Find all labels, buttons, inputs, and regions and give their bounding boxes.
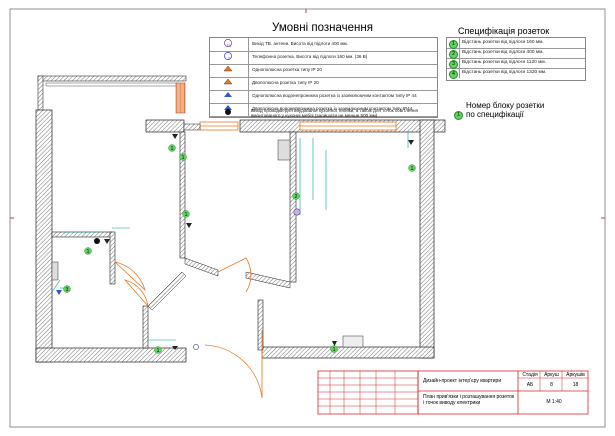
spec-row-text: Відстань розетки від підлоги 1320 мм. (462, 70, 547, 75)
spec-table: 1 Відстань розетки від підлоги 160 мм. 2… (446, 37, 586, 81)
project-name: Дизайн-проект інтер'єру квартири (423, 378, 502, 384)
socket-symbols (51, 134, 414, 350)
marker-label: 2 (295, 194, 298, 200)
legend-row-text: Вихід ТВ. антени. Висота від підлоги 400… (252, 41, 348, 46)
sheet-title: План прив'язки і розташування розеток і … (423, 394, 515, 406)
legend-row-text: Телефонна розетка. Висота від підлоги 16… (252, 54, 368, 59)
spec-number-badge: 3 (447, 58, 460, 69)
legend-row-text: Однополюсна розетка типу IP 20 (252, 67, 322, 72)
spec-row-text: Відстань розетки від підлоги 1120 мм. (462, 60, 547, 65)
waterproof-single-socket-icon (210, 90, 249, 103)
sheets-value: 18 (572, 382, 579, 388)
block-note: Номер блоку розетки по специфікації (466, 101, 544, 119)
plan-markers: 1 1 1 1 1 2 3 1 1 (63, 144, 416, 354)
spec-number-badge: 1 (447, 38, 460, 49)
double-socket-icon (210, 77, 249, 90)
legend-row: Однополюсна розетка типу IP 20 (210, 64, 437, 78)
spec-number-badge: 2 (447, 48, 460, 59)
title-block (317, 370, 589, 415)
block-note-line1: Номер блоку розетки (466, 101, 545, 110)
legend-row-text: Двополюсна розетка типу IP 20 (252, 80, 319, 85)
spec-title: Специфікація розеток (458, 26, 550, 36)
tv-outlet-icon: TV (210, 38, 249, 51)
marker-label: 1 (185, 212, 188, 218)
marker-label: 1 (157, 348, 160, 354)
spec-row-text: Відстань розетки від підлоги 400 мм. (462, 50, 544, 55)
legend-title: Умовні позначення (272, 22, 373, 34)
spec-row: 4 Відстань розетки від підлоги 1320 мм. (447, 68, 585, 79)
block-note-line2: по специфікації (466, 110, 524, 119)
sheet-header: Аркуш (544, 372, 559, 378)
legend-row: T Телефонна розетка. Висота від підлоги … (210, 51, 437, 65)
block-note-badge: 1 (452, 103, 463, 121)
door-swings (114, 257, 263, 399)
legend-row: Двополюсна водонепроникна розетка із заз… (210, 103, 437, 117)
sheet-value: 8 (550, 382, 553, 388)
spec-row: 1 Відстань розетки від підлоги 160 мм. (447, 38, 585, 49)
wiring-lines (51, 132, 409, 341)
spec-number-badge: 4 (447, 68, 460, 79)
waterproof-double-socket-icon (210, 103, 249, 116)
marker-label: 1 (182, 155, 185, 161)
scale-value: М 1:40 (546, 399, 562, 405)
marker-label: 3 (66, 287, 69, 293)
marker-label: 1 (87, 249, 90, 255)
legend-symbols (223, 39, 233, 115)
legend-table: TV Вихід ТВ. антени. Висота від підлоги … (209, 37, 438, 118)
single-socket-icon (210, 64, 249, 77)
windows (183, 121, 397, 131)
marker-label: 1 (333, 347, 336, 353)
phone-socket-icon: T (210, 51, 249, 64)
spec-row: 2 Відстань розетки від підлоги 400 мм. (447, 48, 585, 59)
marker-label: 1 (171, 146, 174, 152)
sheets-header: Аркушів (566, 372, 585, 378)
marker-label: 1 (411, 166, 414, 172)
exterior-walls (35, 109, 446, 363)
spec-row-text: Відстань розетки від підлоги 160 мм. (462, 40, 544, 45)
legend-row-text: Двополюсна водонепроникна розетка із заз… (252, 106, 413, 111)
stage-value: АБ (526, 382, 534, 388)
legend-row-text: Вихід проводки для вбудованої кухонної т… (251, 108, 419, 118)
legend-row: Однополюсна водонепроникна розетка із за… (210, 90, 437, 104)
balcony (37, 75, 187, 114)
legend-row: Двополюсна розетка типу IP 20 (210, 77, 437, 91)
legend-row-text: Однополюсна водонепроникна розетка із за… (252, 93, 417, 98)
legend-row: TV Вихід ТВ. антени. Висота від підлоги … (210, 38, 437, 52)
spec-row: 3 Відстань розетки від підлоги 1120 мм. (447, 58, 585, 69)
stage-header: Стадія (522, 372, 538, 378)
